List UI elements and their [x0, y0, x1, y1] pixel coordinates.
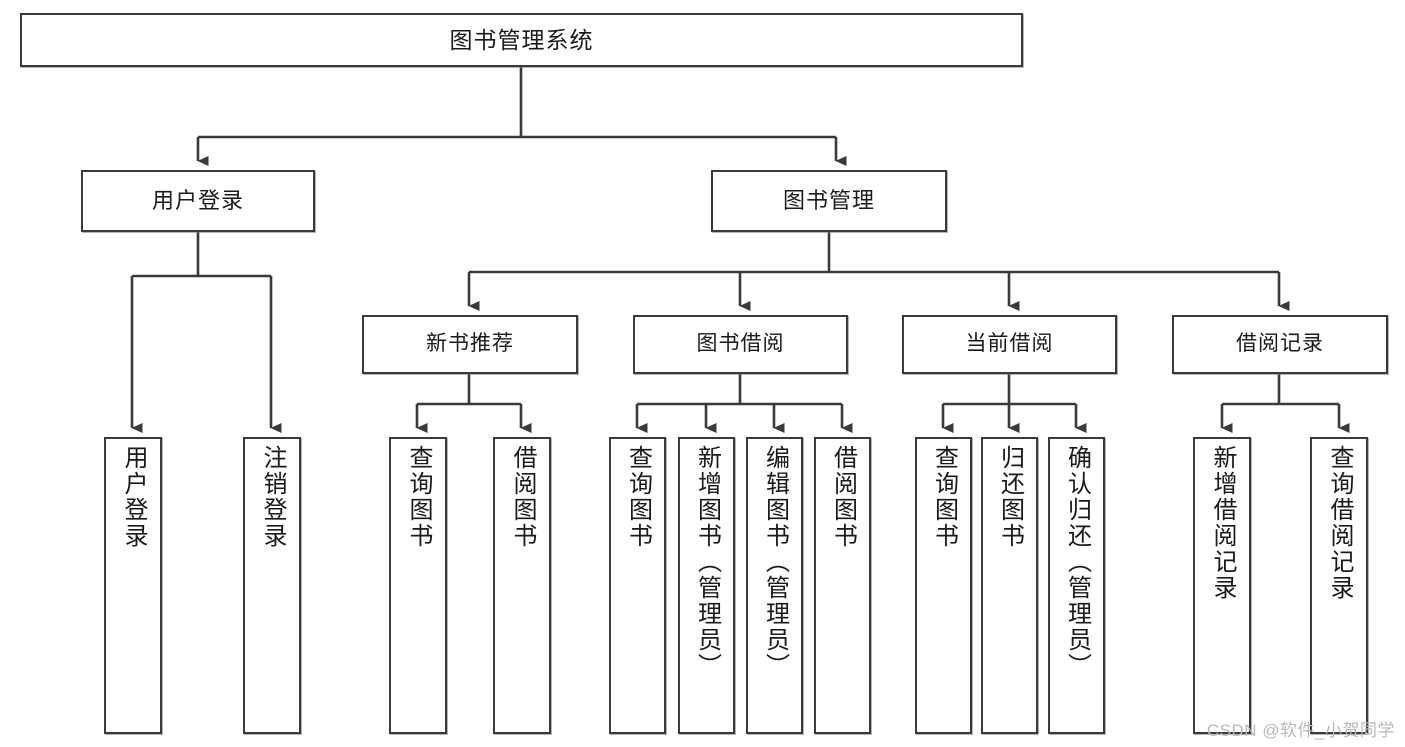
node-user-login[interactable]: 用户登录 [81, 170, 315, 232]
node-root-book-management-system[interactable]: 图书管理系统 [20, 13, 1023, 67]
node-label: 图书借阅 [696, 332, 785, 356]
node-label: 借阅图书 [508, 445, 536, 549]
leaf-user-login-login[interactable]: 用户登录 [104, 437, 162, 734]
node-new-book-recommend[interactable]: 新书推荐 [362, 315, 578, 374]
leaf-book-borrow-edit-book-admin[interactable]: 编辑图书（管理员） [746, 437, 803, 734]
leaf-current-borrow-query-books[interactable]: 查询图书 [915, 437, 972, 734]
node-label: 图书管理 [782, 188, 875, 214]
node-label: 注销登录 [258, 445, 286, 549]
leaf-user-login-logout[interactable]: 注销登录 [243, 437, 301, 734]
node-borrow-record[interactable]: 借阅记录 [1172, 315, 1388, 374]
node-label: 查询借阅记录 [1325, 445, 1353, 601]
node-book-management[interactable]: 图书管理 [711, 170, 947, 232]
node-label: 新增借阅记录 [1208, 445, 1236, 601]
node-label: 新书推荐 [426, 332, 514, 356]
leaf-new-book-borrow-books[interactable]: 借阅图书 [493, 437, 551, 734]
node-current-borrow[interactable]: 当前借阅 [902, 315, 1117, 374]
leaf-book-borrow-borrow-books[interactable]: 借阅图书 [814, 437, 871, 734]
node-book-borrow[interactable]: 图书借阅 [633, 315, 848, 374]
leaf-new-book-query-books[interactable]: 查询图书 [389, 437, 447, 734]
node-label: 用户登录 [119, 445, 147, 549]
leaf-current-borrow-confirm-return-admin[interactable]: 确认归还（管理员） [1048, 437, 1105, 734]
leaf-book-borrow-add-book-admin[interactable]: 新增图书（管理员） [678, 437, 735, 734]
node-label: 借阅图书 [829, 445, 857, 549]
leaf-book-borrow-query-books[interactable]: 查询图书 [609, 437, 666, 734]
leaf-current-borrow-return-books[interactable]: 归还图书 [981, 437, 1038, 734]
node-label: 用户登录 [151, 188, 244, 214]
node-label: 确认归还（管理员） [1063, 445, 1091, 679]
leaf-borrow-record-query-record[interactable]: 查询借阅记录 [1310, 437, 1368, 734]
node-label: 归还图书 [996, 445, 1024, 549]
node-label: 查询图书 [404, 445, 432, 549]
node-label: 图书管理系统 [449, 26, 594, 53]
node-label: 当前借阅 [965, 332, 1054, 356]
watermark: CSDN @软件_小贺同学 [1206, 721, 1395, 740]
node-label: 查询图书 [624, 445, 652, 549]
node-label: 查询图书 [930, 445, 958, 549]
node-label: 借阅记录 [1236, 332, 1324, 356]
node-label: 新增图书（管理员） [693, 445, 721, 679]
node-label: 编辑图书（管理员） [761, 445, 789, 679]
leaf-borrow-record-add-record[interactable]: 新增借阅记录 [1193, 437, 1251, 734]
